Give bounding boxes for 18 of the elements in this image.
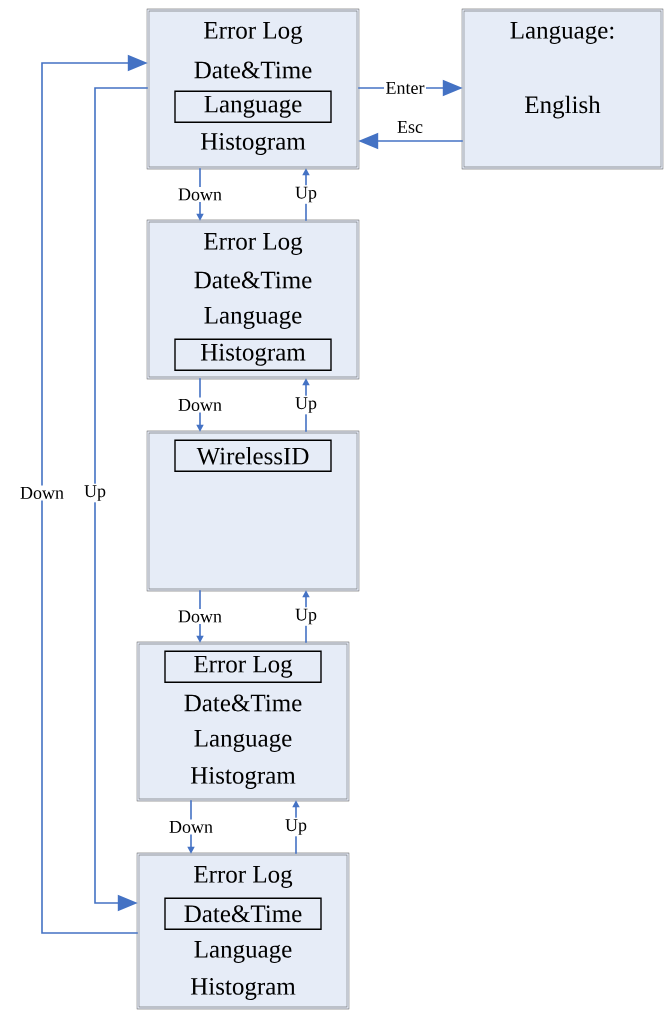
highlight-box: WirelessID [174, 439, 332, 472]
edge-label: Esc [395, 119, 425, 135]
edge-label: Up [293, 395, 319, 415]
edge-label: Up [293, 607, 319, 626]
edge-label: Down [167, 819, 215, 835]
highlight-box: Date&Time [164, 897, 322, 930]
highlight-box: Histogram [174, 338, 332, 371]
edge-label: Down [18, 485, 66, 501]
edge-label: Down [176, 609, 224, 624]
highlight-box: Error Log [164, 650, 322, 683]
edge-label: Up [293, 185, 319, 204]
edge-label: Up [82, 483, 108, 503]
edge-label: Enter [384, 80, 426, 96]
edge-label: Up [283, 817, 309, 837]
edge-label: Down [176, 187, 224, 202]
highlight-box: Language [174, 90, 332, 123]
screen-box: Language: English [461, 8, 664, 170]
edge-label: Down [176, 397, 224, 413]
